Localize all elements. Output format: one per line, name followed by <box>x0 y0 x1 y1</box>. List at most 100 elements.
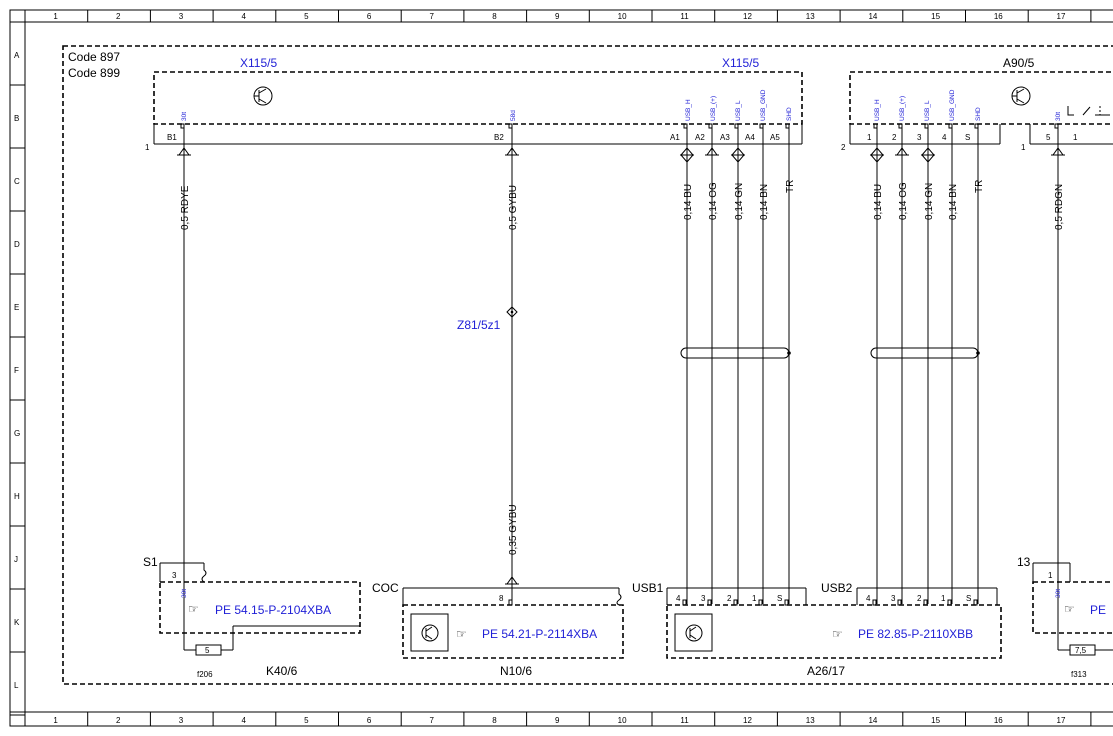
grid-column-label: 15 <box>931 12 940 21</box>
grid-column-label: 5 <box>304 716 309 725</box>
right-box <box>1032 581 1113 634</box>
wires <box>183 124 1059 650</box>
shield-dot <box>976 351 980 355</box>
pin-signal: USB_L <box>924 100 931 121</box>
pin-label: B1 <box>167 133 177 142</box>
pin-label: 1 <box>867 133 872 142</box>
pin-label: A5 <box>770 133 780 142</box>
block-number-3: 1 <box>1021 143 1026 152</box>
switch-symbol <box>1067 106 1110 116</box>
grid-column-label: 11 <box>680 716 689 725</box>
pin-label: A4 <box>745 133 755 142</box>
pin-label: 2 <box>917 594 922 603</box>
pin-signal: USB_H <box>874 99 881 121</box>
grid-column-label: 13 <box>806 716 815 725</box>
grid-column-label: 3 <box>179 716 184 725</box>
grid-column-label: 6 <box>367 716 372 725</box>
pin-label: A1 <box>670 133 680 142</box>
right-reference: PE <box>1090 603 1106 617</box>
grid-row-label: A <box>14 51 20 60</box>
pin-label: S <box>777 594 782 603</box>
wire-label: 0,14 BU <box>683 184 694 220</box>
s1-pin: 3 <box>172 571 177 580</box>
pin-label: 4 <box>942 133 947 142</box>
grid-row-label: L <box>14 681 19 690</box>
pin-label: 2 <box>727 594 732 603</box>
top-pins: B1 B2 A1 A2 A3 A4 A5 1 2 3 4 S 5 1 30t 5… <box>167 89 1078 142</box>
grid-column-label: 9 <box>555 716 560 725</box>
pin-label: 1 <box>941 594 946 603</box>
grid-column-label: 8 <box>492 12 497 21</box>
code-region-border <box>62 45 1113 685</box>
pin-label: 3 <box>891 594 896 603</box>
a90-label: A90/5 <box>1003 56 1035 70</box>
wire-label: 0,5 RDYE <box>180 185 191 230</box>
reference-icon: ☞ <box>188 602 199 616</box>
pin-signal: USB_GND <box>949 89 956 121</box>
k40-component: S1 3 30t ☞ PE 54.15-P-2104XBA 5 f206 K40… <box>143 555 361 679</box>
wire-label: 0,14 GN <box>734 183 745 220</box>
splice-label: Z81/5z1 <box>457 318 501 332</box>
a26-box <box>666 604 1002 659</box>
pin-signal: USB_GND <box>760 89 767 121</box>
grid-column-label: 2 <box>116 12 121 21</box>
transistor-icon <box>674 613 713 652</box>
pin-signal: USB_H <box>685 99 692 121</box>
grid-column-label: 10 <box>618 716 627 725</box>
pin-contact <box>784 599 789 606</box>
code-897-label: Code 897 <box>68 50 120 64</box>
k40-reference: PE 54.15-P-2104XBA <box>215 603 331 617</box>
pin-signal: 30t <box>1055 112 1062 121</box>
grid-column-label: 17 <box>1057 716 1066 725</box>
pin-signal: 30t <box>181 112 188 121</box>
coc-label: COC <box>372 581 399 595</box>
pin-contact <box>872 599 877 606</box>
pin-signal: SHD <box>786 107 793 121</box>
block-number-2: 2 <box>841 143 846 152</box>
pin-label: 4 <box>676 594 681 603</box>
n10-component: COC 8 ☞ PE 54.21-P-2114XBA N10/6 <box>372 581 624 678</box>
shield-dot <box>787 351 791 355</box>
a26-component: USB1 USB2 4 3 2 1 S 4 3 2 1 S ☞ PE 82.85… <box>632 581 1002 678</box>
fuse-rating: 7,5 <box>1075 646 1087 655</box>
x115-right-label: X115/5 <box>722 56 759 70</box>
grid-column-label: 1 <box>53 716 58 725</box>
grid-column-label: 12 <box>743 716 752 725</box>
usb2-label: USB2 <box>821 581 853 595</box>
grid-column-label: 4 <box>241 716 246 725</box>
k40-label: K40/6 <box>266 664 298 678</box>
grid-row-label: B <box>14 114 19 123</box>
twisted-pair-sleeve <box>870 347 979 359</box>
a26-label: A26/17 <box>807 664 845 678</box>
grid-column-label: 4 <box>241 12 246 21</box>
grid-column-label: 14 <box>868 12 877 21</box>
pin-label: 3 <box>917 133 922 142</box>
fuse-name: f313 <box>1071 670 1087 679</box>
grid-column-label: 11 <box>680 12 689 21</box>
wire-label: TR <box>974 180 985 193</box>
pin-signal: USB_(+) <box>710 96 717 121</box>
pin-signal: SHD <box>975 107 982 121</box>
grid-column-label: 10 <box>618 12 627 21</box>
grid-column-label: 7 <box>430 716 435 725</box>
pin-contact <box>758 599 763 606</box>
reference-icon: ☞ <box>1064 602 1075 616</box>
grid-column-label: 3 <box>179 12 184 21</box>
grid-column-label: 5 <box>304 12 309 21</box>
plug-arrows <box>177 147 1065 163</box>
coc-pin: 8 <box>499 594 504 603</box>
transistor-icon <box>253 86 273 106</box>
grid-row-label: J <box>14 555 18 564</box>
grid-row-label: G <box>14 429 20 438</box>
twisted-pair-sleeve <box>680 347 790 359</box>
grid-column-label: 9 <box>555 12 560 21</box>
wire-label: TR <box>785 180 796 193</box>
wire-labels: 0,5 RDYE 0,5 GYBU 0,14 BU 0,14 OG 0,14 G… <box>180 180 1065 555</box>
pin-label: S <box>966 594 971 603</box>
p13-pin: 1 <box>1048 571 1053 580</box>
p13-signal: 30t <box>1055 589 1062 598</box>
grid-row-label: E <box>14 303 19 312</box>
wire-label: 0,14 BU <box>873 184 884 220</box>
grid-column-label: 1 <box>53 12 58 21</box>
